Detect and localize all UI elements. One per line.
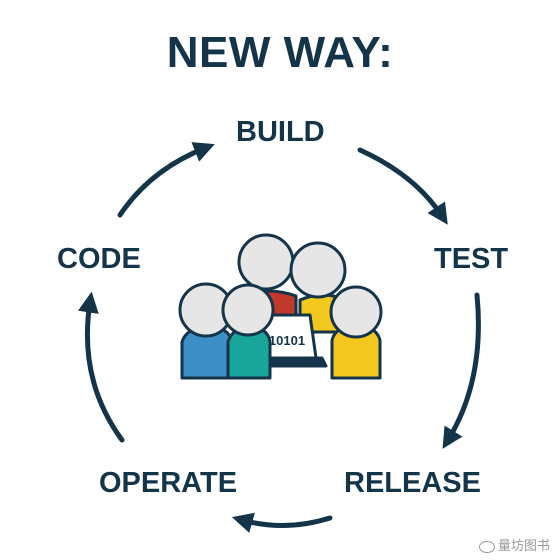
stage-code: CODE: [57, 243, 141, 275]
arrow-release-to-operate: [231, 512, 333, 533]
stage-build: BUILD: [236, 116, 325, 148]
diagram-title: NEW WAY:: [166, 28, 394, 77]
person-yellow-back-head: [289, 241, 347, 299]
weibo-icon: [478, 540, 495, 553]
person-yellow-front-head: [329, 285, 383, 339]
watermark: 量坊图书: [478, 535, 550, 554]
stage-release: RELEASE: [344, 467, 481, 499]
team-illustration: [178, 233, 383, 380]
arrow-test-to-release: [442, 292, 481, 449]
arrow-code-to-build: [117, 142, 215, 218]
arrow-build-to-test: [357, 147, 448, 225]
stage-operate: OPERATE: [99, 467, 238, 499]
watermark-text: 量坊图书: [497, 539, 550, 554]
stage-test: TEST: [434, 243, 509, 275]
person-teal-head: [221, 283, 275, 337]
arrow-operate-to-code: [78, 291, 125, 443]
person-red-head: [237, 233, 295, 291]
laptop-binary-text: 10101: [269, 333, 305, 348]
